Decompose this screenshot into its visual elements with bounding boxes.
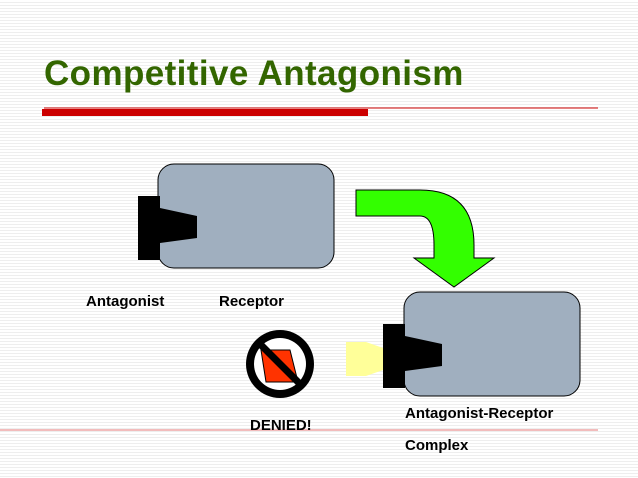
antagonist-shape [138, 196, 197, 260]
denied-label: DENIED! [250, 417, 312, 434]
receptor-label: Receptor [219, 293, 285, 310]
slide-title: Competitive Antagonism [44, 54, 464, 93]
complex-label-line1: Antagonist-Receptor [405, 405, 554, 422]
complex-label-line2: Complex [405, 437, 469, 454]
antagonist-label: Antagonist [86, 293, 165, 310]
title-accent-bar [42, 109, 368, 116]
prohibited-icon [246, 330, 314, 398]
agonist-shape [346, 342, 383, 376]
complex-antagonist-shape [383, 324, 442, 388]
green-curved-arrow-icon [355, 189, 496, 288]
